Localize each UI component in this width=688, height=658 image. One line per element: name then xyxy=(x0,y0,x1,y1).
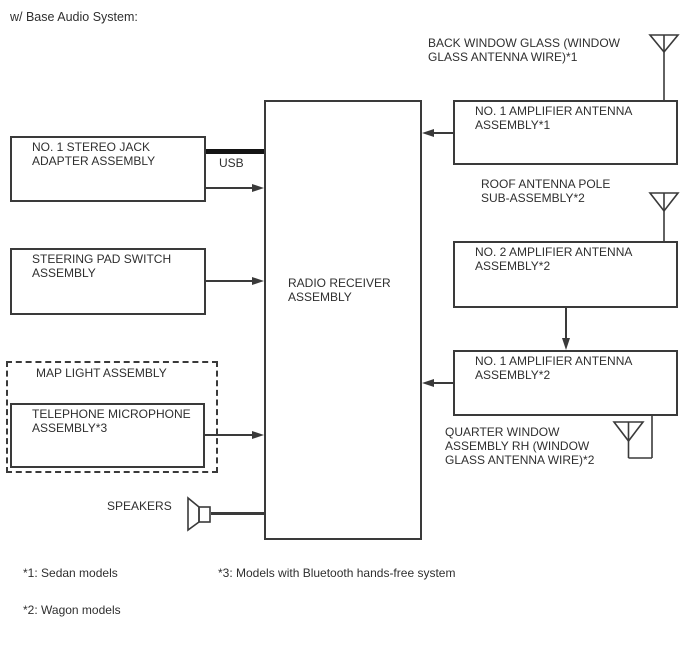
node-amp-antenna-1-sedan: NO. 1 AMPLIFIER ANTENNA ASSEMBLY*1 xyxy=(453,100,678,165)
speaker-icon xyxy=(187,496,211,532)
group-map-light-assembly xyxy=(6,361,218,473)
connector-amp1sedan-receiver-line xyxy=(433,132,453,134)
arrowhead-icon xyxy=(562,338,570,350)
node-label-telephone-mic: TELEPHONE MICROPHONE ASSEMBLY*3 xyxy=(32,407,191,435)
speakers-label: SPEAKERS xyxy=(107,499,172,513)
node-amp-antenna-2-wagon: NO. 2 AMPLIFIER ANTENNA ASSEMBLY*2 xyxy=(453,241,678,308)
diagram-title: w/ Base Audio System: xyxy=(10,10,138,24)
node-label-steering-pad: STEERING PAD SWITCH ASSEMBLY xyxy=(32,252,172,280)
node-steering-pad-switch: STEERING PAD SWITCH ASSEMBLY xyxy=(10,248,206,315)
connector-amp1wagon-receiver-line xyxy=(433,382,453,384)
node-label-radio-receiver: RADIO RECEIVER ASSEMBLY xyxy=(288,276,391,304)
node-amp-antenna-1-wagon: NO. 1 AMPLIFIER ANTENNA ASSEMBLY*2 xyxy=(453,350,678,416)
usb-label: USB xyxy=(219,156,244,170)
node-stereo-jack-adapter: NO. 1 STEREO JACK ADAPTER ASSEMBLY xyxy=(10,136,206,202)
connector-telephone-receiver-line xyxy=(205,434,253,436)
node-radio-receiver-assembly: RADIO RECEIVER ASSEMBLY xyxy=(264,100,422,540)
node-label-back-window-glass: BACK WINDOW GLASS (WINDOW GLASS ANTENNA … xyxy=(428,36,620,64)
arrowhead-icon xyxy=(252,431,264,439)
group-label-map-light: MAP LIGHT ASSEMBLY xyxy=(36,366,167,380)
node-label-amp1-wagon: NO. 1 AMPLIFIER ANTENNA ASSEMBLY*2 xyxy=(475,354,633,382)
connector-stereojack-receiver-line xyxy=(206,187,253,189)
antenna-icon xyxy=(612,414,653,459)
connector-amp2-amp1-line xyxy=(565,308,567,339)
node-label-amp1-sedan: NO. 1 AMPLIFIER ANTENNA ASSEMBLY*1 xyxy=(475,104,633,132)
arrowhead-icon xyxy=(252,277,264,285)
node-telephone-microphone: TELEPHONE MICROPHONE ASSEMBLY*3 xyxy=(10,403,205,468)
arrowhead-icon xyxy=(252,184,264,192)
footnote-wagon: *2: Wagon models xyxy=(23,603,121,617)
arrowhead-icon xyxy=(422,129,434,137)
connector-steering-receiver-line xyxy=(206,280,253,282)
connector-speakers-receiver-line xyxy=(211,512,264,515)
footnote-sedan: *1: Sedan models xyxy=(23,566,118,580)
arrowhead-icon xyxy=(422,379,434,387)
antenna-icon xyxy=(648,34,680,100)
antenna-icon xyxy=(648,192,680,242)
connector-usb-bus xyxy=(206,149,264,154)
node-label-stereo-jack: NO. 1 STEREO JACK ADAPTER ASSEMBLY xyxy=(32,140,156,168)
node-label-roof-antenna-pole: ROOF ANTENNA POLE SUB-ASSEMBLY*2 xyxy=(481,177,611,205)
footnote-bluetooth: *3: Models with Bluetooth hands-free sys… xyxy=(218,566,456,580)
node-label-quarter-window: QUARTER WINDOW ASSEMBLY RH (WINDOW GLASS… xyxy=(445,425,595,467)
node-label-amp2-wagon: NO. 2 AMPLIFIER ANTENNA ASSEMBLY*2 xyxy=(475,245,633,273)
